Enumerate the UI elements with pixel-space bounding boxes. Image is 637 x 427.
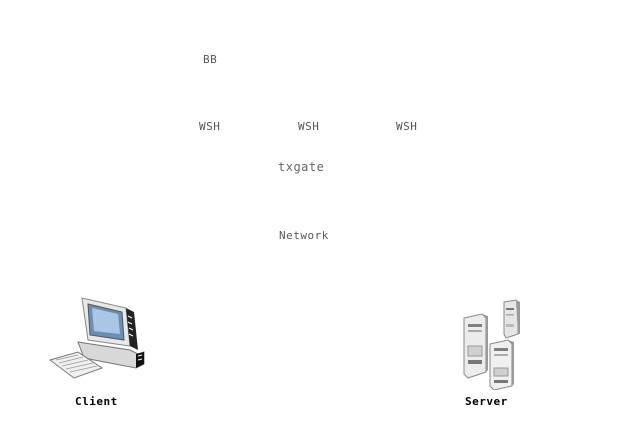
server-towers-icon bbox=[463, 299, 520, 390]
server-label: Server bbox=[465, 395, 508, 408]
client-label: Client bbox=[75, 395, 118, 408]
txgate-label: txgate bbox=[278, 160, 325, 174]
wsh-label-3: WSH bbox=[396, 120, 418, 133]
wsh-label-1: WSH bbox=[199, 120, 221, 133]
bb-label: BB bbox=[203, 53, 218, 66]
desktop-computer-icon bbox=[48, 297, 145, 379]
network-label: Network bbox=[279, 229, 329, 242]
wsh-label-2: WSH bbox=[298, 120, 320, 133]
